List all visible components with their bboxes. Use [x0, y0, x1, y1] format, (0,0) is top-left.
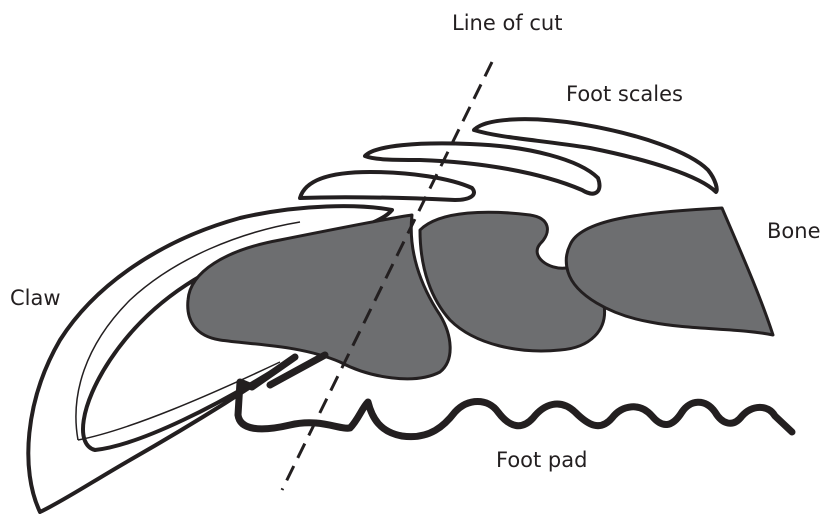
foot-pad-outline [238, 355, 792, 437]
foot-scale-1 [300, 172, 474, 200]
label-bone: Bone [767, 219, 820, 243]
label-line-of-cut: Line of cut [452, 11, 562, 35]
label-foot-pad: Foot pad [496, 448, 587, 472]
label-claw: Claw [10, 286, 61, 310]
label-foot-scales: Foot scales [566, 82, 683, 106]
